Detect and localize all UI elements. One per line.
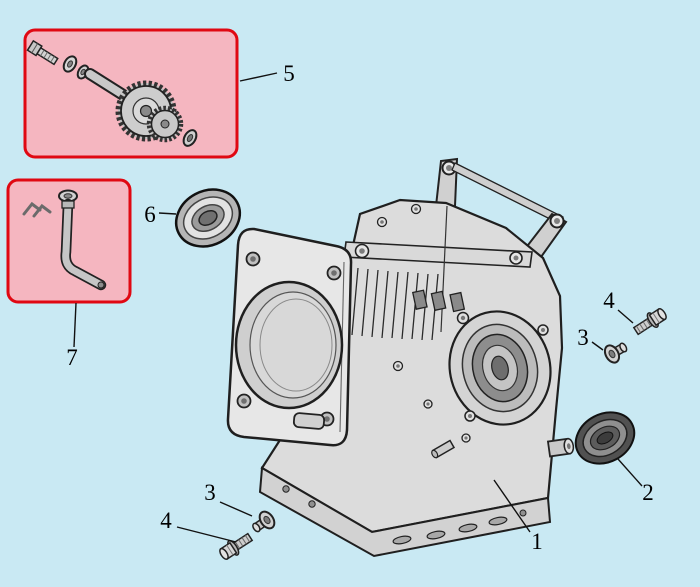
cylinder-face [226,227,353,447]
oil-pipe-assembly-drawing [22,189,107,291]
face-slot [292,412,326,430]
leader-line-7 [73,302,77,348]
callout-3-bottom: 3 [204,480,216,505]
callout-4-bottom: 4 [160,508,172,533]
body-edge [440,205,448,333]
callout-3-right: 3 [577,325,589,350]
mounting-flange [258,466,552,558]
ball-bearing-drawing [174,188,242,248]
crank-stub [546,437,575,458]
arm-hole-left-bore [446,165,452,171]
leader-line-1 [493,479,531,533]
boss-bolt-b-hole [541,328,545,332]
crankcase-drawing [226,157,575,558]
callout-4-right: 4 [603,288,615,313]
callout-7: 7 [66,345,78,370]
boss-bolt-a-hole [460,315,466,321]
leader-line-6 [158,212,177,215]
rail-boss-right-hole [513,255,519,261]
l-shaped-pipe [60,198,107,291]
retaining-clip-b [32,203,52,218]
rail-boss-left-hole [359,248,365,254]
camshaft-bolt [26,39,59,66]
crankshaft-boss [448,310,552,426]
camshaft-washer-end [182,129,198,147]
camshaft-shaft [86,70,132,102]
camshaft-washer-a [62,55,78,73]
leader-line-3-bottom [219,501,253,517]
camshaft-gear-small [146,105,184,143]
retaining-clip [22,201,42,216]
body-slots [411,289,466,313]
leader-line-2 [617,458,643,487]
leader-line-4-right [617,309,634,324]
oil-seal-drawing [574,411,636,465]
bolt-bosses [376,203,471,443]
boss-bolt-c-hole [468,414,472,418]
leader-line-3-right [591,341,604,351]
camshaft-assembly-drawing [26,39,198,147]
leader-line-5 [239,72,278,82]
callout-5: 5 [283,61,295,86]
leader-line-4-bottom [176,526,237,543]
arm-hole-right-bore [554,218,560,224]
stud [431,439,456,459]
callout-6: 6 [144,202,156,227]
flange-slots [282,485,527,545]
callout-1: 1 [531,529,543,554]
callout-2: 2 [642,480,654,505]
